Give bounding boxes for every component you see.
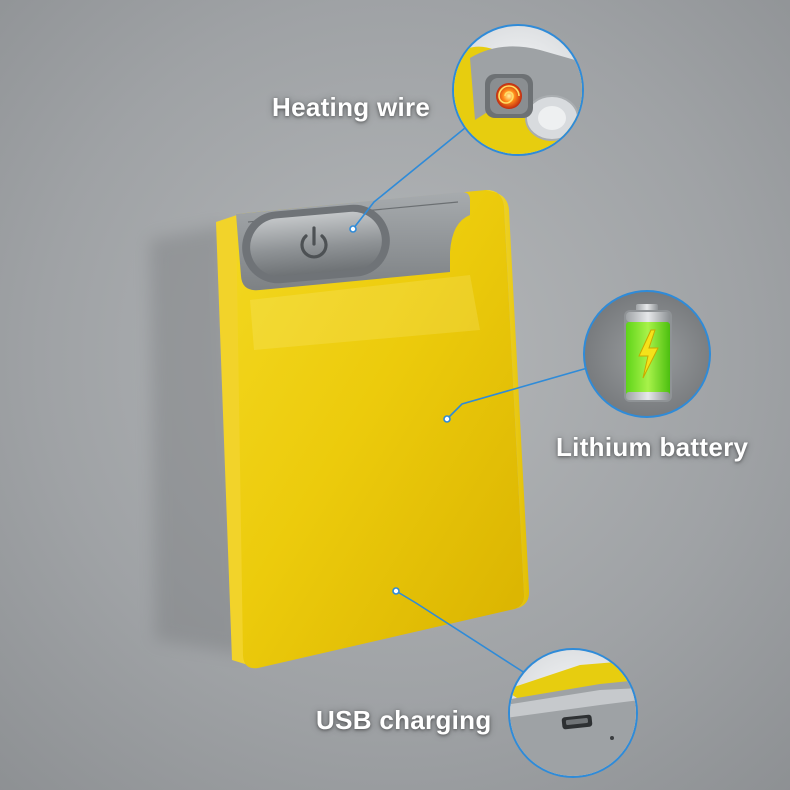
battery-charging-icon <box>624 304 672 402</box>
power-icon <box>300 226 328 259</box>
usb-port-icon <box>561 714 593 730</box>
usb-charging-label: USB charging <box>316 705 492 735</box>
callout-lines <box>349 127 592 676</box>
usb-charging-bubble <box>508 648 638 778</box>
heating-wire-label: Heating wire <box>272 92 431 122</box>
device-highlight <box>250 275 480 350</box>
power-button[interactable] <box>239 202 393 287</box>
power-button-face <box>250 211 382 277</box>
heating-wire-bubble <box>452 24 584 156</box>
lighter-device <box>216 190 530 669</box>
device-front <box>236 190 525 669</box>
battery-callout-dot <box>443 415 451 423</box>
lithium-battery-bubble <box>583 290 711 418</box>
usb-callout-line <box>395 590 529 676</box>
lithium-battery-label: Lithium battery <box>556 432 749 462</box>
device-right-edge <box>486 190 530 610</box>
battery-callout-line <box>446 366 592 420</box>
heating-callout-dot <box>349 225 357 233</box>
heating-coil-icon <box>496 83 522 109</box>
usb-callout-dot <box>392 587 400 595</box>
heating-callout-line <box>352 127 466 230</box>
